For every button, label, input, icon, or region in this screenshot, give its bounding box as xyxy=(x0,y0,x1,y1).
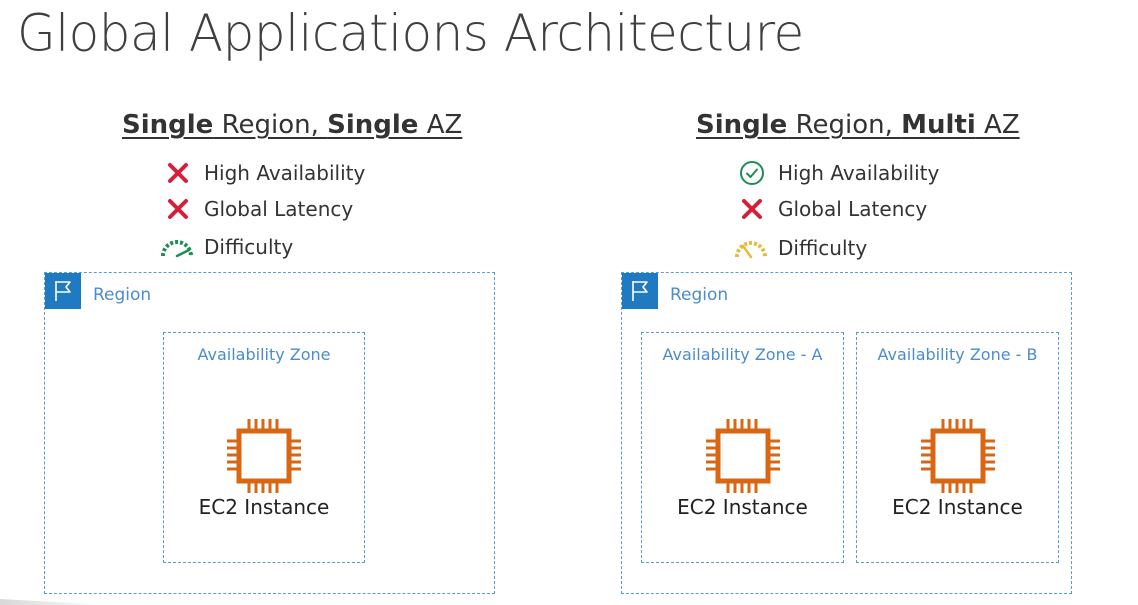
availability-zone-label: Availability Zone xyxy=(197,345,331,364)
corner-decoration xyxy=(0,599,110,605)
ec2-instance-label: EC2 Instance xyxy=(677,495,808,519)
attr-global-latency: Global Latency xyxy=(164,195,353,223)
check-circle-icon xyxy=(738,159,766,187)
panel-heading-multi-az: Single Region, Multi AZ xyxy=(696,110,1020,140)
availability-zone-label: Availability Zone - B xyxy=(877,345,1038,364)
panel-heading-single-az: Single Region, Single AZ xyxy=(122,110,463,140)
gauge-medium-icon xyxy=(734,234,768,262)
attr-global-latency: Global Latency xyxy=(738,195,927,223)
ec2-chip-icon xyxy=(227,419,301,493)
attr-difficulty: Difficulty xyxy=(160,233,293,261)
ec2-instance-label: EC2 Instance xyxy=(198,495,330,519)
attr-high-availability: High Availability xyxy=(738,159,939,187)
availability-zone-box: Availability Zone EC2 Instance xyxy=(163,332,365,563)
region-flag-icon xyxy=(45,273,81,309)
attr-high-availability: High Availability xyxy=(164,159,365,187)
gauge-low-icon xyxy=(160,233,194,261)
availability-zone-b-box: Availability Zone - B EC2 Instance xyxy=(856,332,1059,563)
ec2-chip-icon xyxy=(705,419,780,493)
ec2-instance-label: EC2 Instance xyxy=(892,495,1023,519)
attr-difficulty: Difficulty xyxy=(734,234,867,262)
availability-zone-label: Availability Zone - A xyxy=(662,345,823,364)
region-box: Region Availability Zone - A EC2 Instanc… xyxy=(621,272,1072,594)
availability-zone-a-box: Availability Zone - A EC2 Instance xyxy=(641,332,844,563)
region-label: Region xyxy=(670,285,729,305)
x-mark-icon xyxy=(738,195,766,223)
region-flag-icon xyxy=(622,273,658,309)
x-mark-icon xyxy=(164,195,192,223)
slide-title: Global Applications Architecture xyxy=(17,3,804,63)
x-mark-icon xyxy=(164,159,192,187)
ec2-chip-icon xyxy=(920,419,995,493)
region-label: Region xyxy=(93,285,152,305)
region-box: Region Availability Zone EC2 Instance xyxy=(44,272,495,594)
